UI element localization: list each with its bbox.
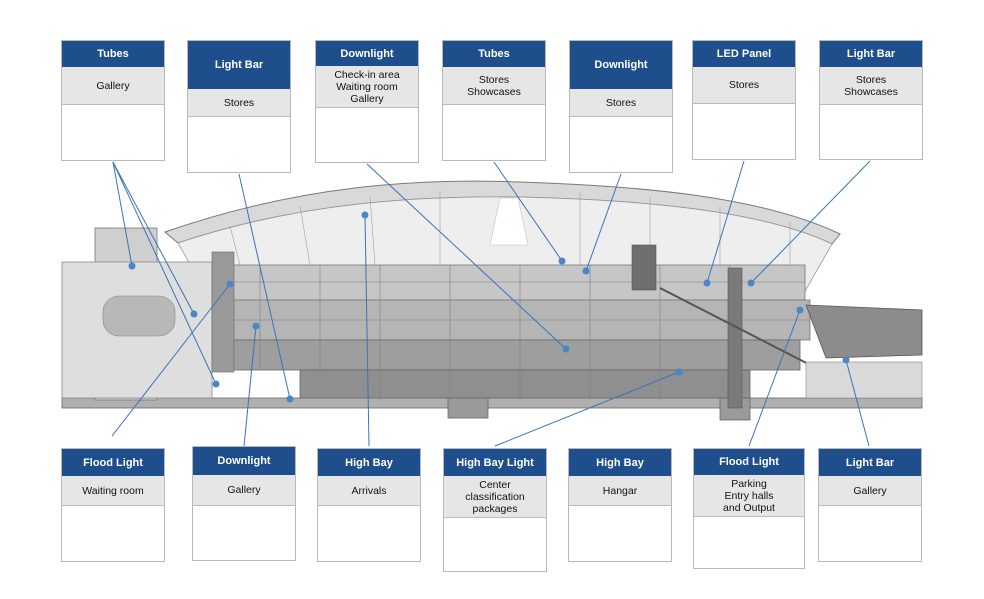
callout-bottom-4: High Bay Light Center classification pac… bbox=[443, 448, 547, 572]
elevator-core bbox=[727, 267, 743, 409]
fixture-marker bbox=[226, 280, 234, 288]
fixture-marker bbox=[212, 380, 220, 388]
light-type: Tubes bbox=[443, 41, 545, 67]
fixture-marker bbox=[286, 395, 294, 403]
skylight bbox=[489, 197, 529, 246]
fixture-markers bbox=[128, 211, 850, 403]
callout-top-1: Tubes Gallery bbox=[61, 40, 165, 161]
light-type: Downlight bbox=[193, 447, 295, 475]
application-area: Check-in area Waiting room Gallery bbox=[316, 66, 418, 108]
fixture-marker bbox=[562, 345, 570, 353]
fixture-marker bbox=[747, 279, 755, 287]
fixture-marker bbox=[675, 368, 683, 376]
fixture-marker bbox=[582, 267, 590, 275]
application-area: Stores bbox=[570, 89, 672, 117]
basement-block bbox=[447, 397, 489, 419]
light-type: Flood Light bbox=[694, 449, 804, 475]
fixture-marker bbox=[796, 306, 804, 314]
fixture-marker bbox=[558, 257, 566, 265]
fixture-marker bbox=[190, 310, 198, 318]
application-area: Stores bbox=[188, 89, 290, 117]
fixture-marker bbox=[842, 356, 850, 364]
callout-bottom-3: High Bay Arrivals bbox=[317, 448, 421, 562]
callout-bottom-7: Light Bar Gallery bbox=[818, 448, 922, 562]
left-column bbox=[211, 251, 235, 373]
application-area: Gallery bbox=[819, 476, 921, 506]
callout-top-4: Tubes Stores Showcases bbox=[442, 40, 546, 161]
right-platform bbox=[805, 361, 923, 399]
light-type: Light Bar bbox=[820, 41, 922, 67]
application-area: Hangar bbox=[569, 476, 671, 506]
fixture-marker bbox=[252, 322, 260, 330]
upper-floor bbox=[214, 264, 806, 301]
left-trees bbox=[102, 295, 176, 337]
light-type: Downlight bbox=[316, 41, 418, 66]
light-type: LED Panel bbox=[693, 41, 795, 67]
right-concourse bbox=[805, 304, 923, 359]
light-type: High Bay Light bbox=[444, 449, 546, 476]
application-area: Stores Showcases bbox=[820, 67, 922, 105]
light-type: Downlight bbox=[570, 41, 672, 89]
callout-top-5: Downlight Stores bbox=[569, 40, 673, 173]
callout-bottom-6: Flood Light Parking Entry halls and Outp… bbox=[693, 448, 805, 569]
callout-bottom-2: Downlight Gallery bbox=[192, 446, 296, 561]
fixture-marker bbox=[361, 211, 369, 219]
callout-top-6: LED Panel Stores bbox=[692, 40, 796, 160]
light-type: High Bay bbox=[569, 449, 671, 476]
stair-core bbox=[631, 244, 657, 291]
light-type: Tubes bbox=[62, 41, 164, 67]
light-type: Light Bar bbox=[819, 449, 921, 476]
fixture-marker bbox=[703, 279, 711, 287]
base-slab bbox=[61, 397, 923, 409]
callout-top-7: Light Bar Stores Showcases bbox=[819, 40, 923, 160]
application-area: Stores Showcases bbox=[443, 67, 545, 105]
leader-lines bbox=[111, 160, 871, 447]
application-area: Gallery bbox=[62, 67, 164, 105]
escalator-ramp bbox=[659, 287, 821, 371]
callout-top-3: Downlight Check-in area Waiting room Gal… bbox=[315, 40, 419, 163]
ground-level bbox=[299, 369, 751, 401]
callout-bottom-5: High Bay Hangar bbox=[568, 448, 672, 562]
application-area: Stores bbox=[693, 67, 795, 104]
application-area: Arrivals bbox=[318, 476, 420, 506]
light-type: Flood Light bbox=[62, 449, 164, 476]
application-area: Gallery bbox=[193, 475, 295, 506]
application-area: Parking Entry halls and Output bbox=[694, 475, 804, 517]
light-type: High Bay bbox=[318, 449, 420, 476]
fixture-marker bbox=[128, 262, 136, 270]
main-hall bbox=[199, 339, 801, 371]
application-area: Waiting room bbox=[62, 476, 164, 506]
light-type: Light Bar bbox=[188, 41, 290, 89]
callout-bottom-1: Flood Light Waiting room bbox=[61, 448, 165, 562]
callout-top-2: Light Bar Stores bbox=[187, 40, 291, 173]
application-area: Center classification packages bbox=[444, 476, 546, 518]
